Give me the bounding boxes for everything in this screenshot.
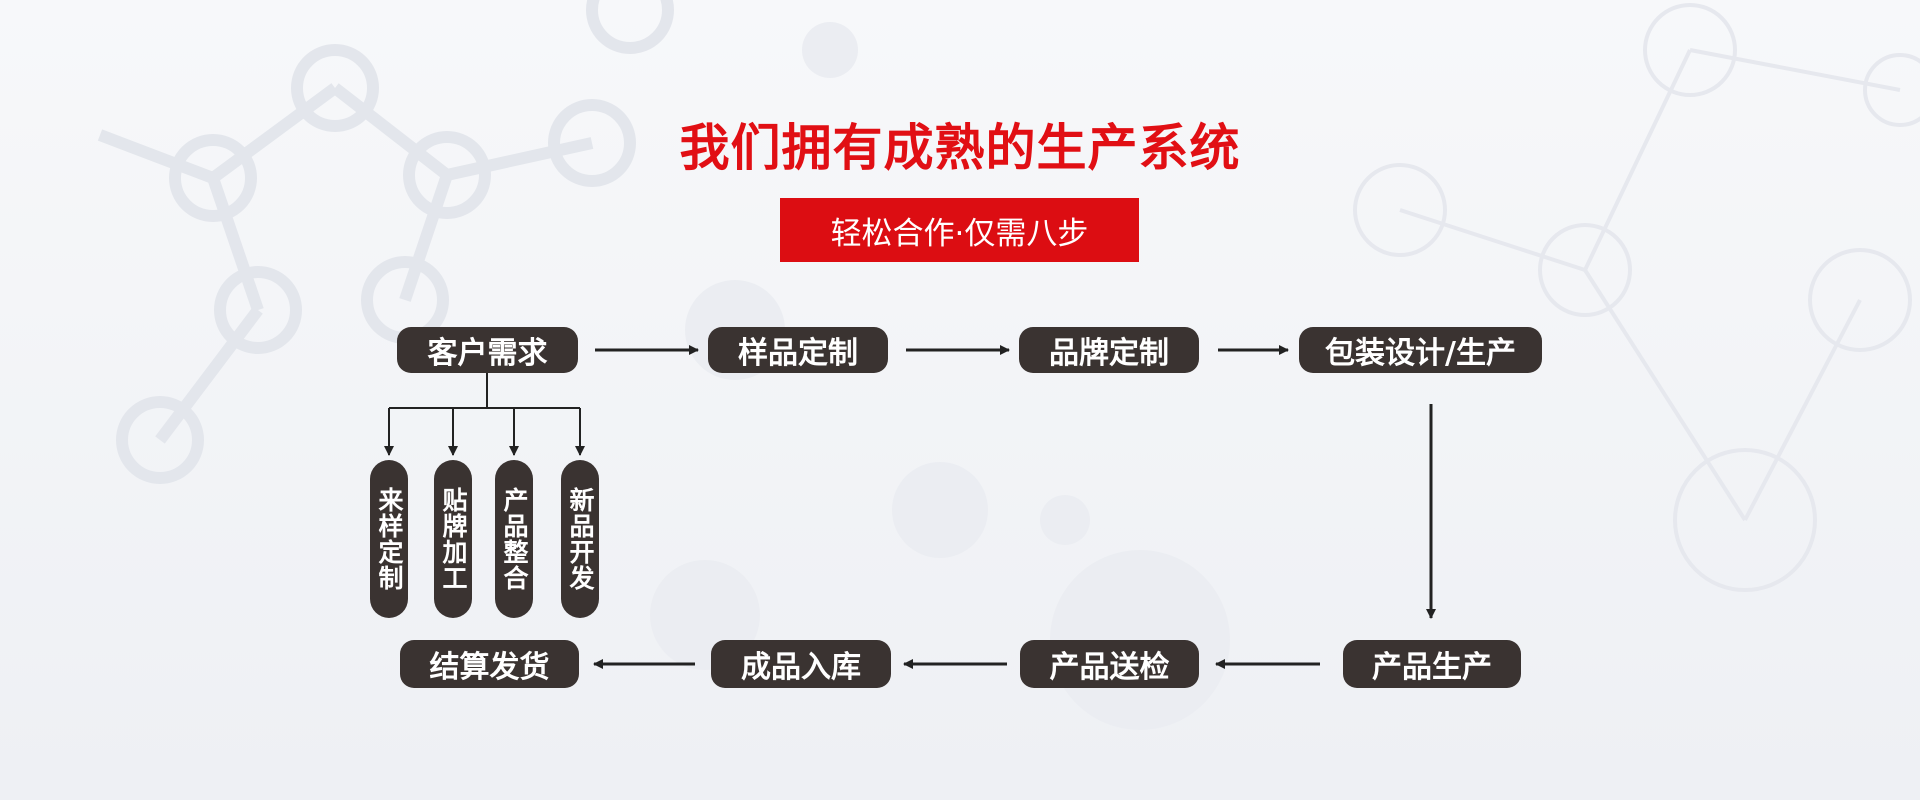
option-new-product: 新品开发	[561, 460, 599, 618]
step-sample-customization: 样品定制	[708, 327, 888, 373]
step-production: 产品生产	[1343, 640, 1521, 688]
option-product-integration: 产品整合	[495, 460, 533, 618]
step-customer-demand: 客户需求	[397, 327, 578, 373]
subtitle-banner: 轻松合作·仅需八步	[780, 198, 1139, 262]
step-inspection: 产品送检	[1020, 640, 1199, 688]
option-sample-custom: 来样定制	[370, 460, 408, 618]
step-brand-customization: 品牌定制	[1019, 327, 1199, 373]
step-packaging-design: 包装设计/生产	[1299, 327, 1542, 373]
page-title: 我们拥有成熟的生产系统	[679, 119, 1241, 177]
step-warehousing: 成品入库	[711, 640, 891, 688]
option-oem: 贴牌加工	[434, 460, 472, 618]
step-settlement-shipping: 结算发货	[400, 640, 579, 688]
